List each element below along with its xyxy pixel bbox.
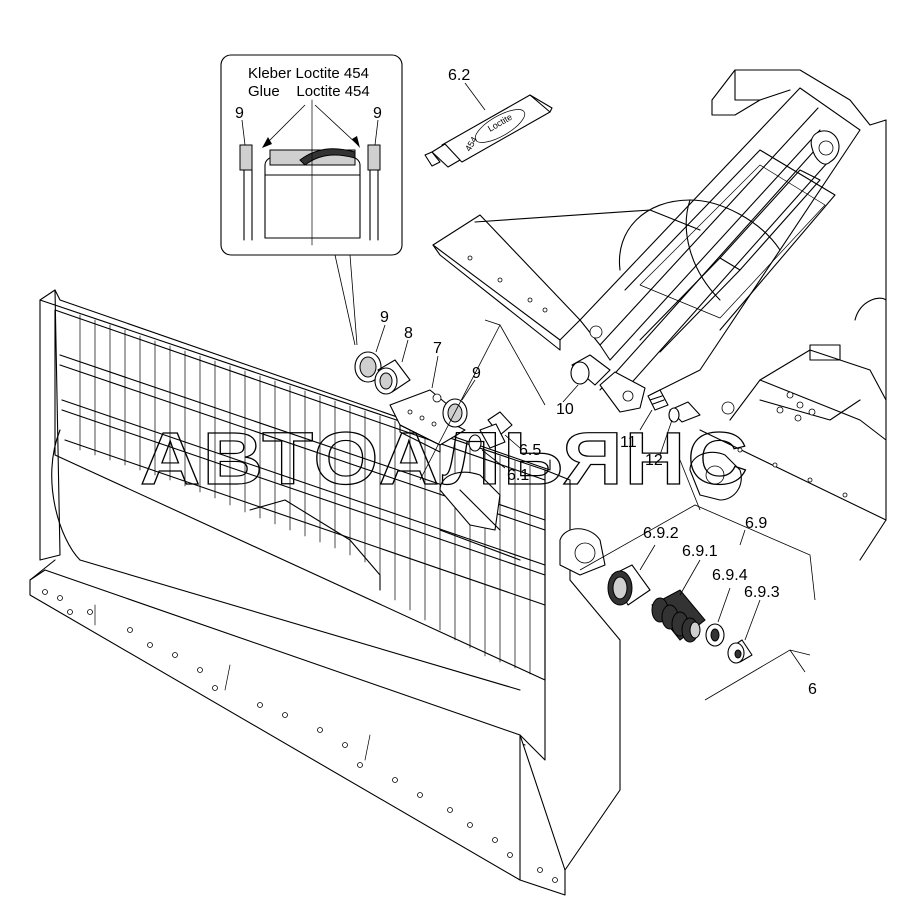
label-10: 10	[556, 401, 574, 418]
glue-detail-inset	[220, 54, 403, 346]
washer-6-1	[468, 434, 506, 469]
bearing-6-9-2	[607, 544, 656, 606]
inset-caption-line2: Glue Loctite 454	[248, 83, 370, 100]
pin-10	[562, 354, 611, 403]
label-6-9-3: 6.9.3	[744, 584, 780, 601]
bolt-6-5	[479, 411, 521, 449]
inset-label-9-left: 9	[235, 105, 244, 122]
label-6-9: 6.9	[745, 515, 767, 532]
loader-frame	[432, 69, 887, 561]
ring-9-left	[354, 324, 386, 383]
label-6-9-2: 6.9.2	[643, 525, 679, 542]
bucket	[29, 289, 621, 896]
label-9-b: 9	[472, 365, 481, 382]
label-6-2: 6.2	[448, 67, 470, 84]
label-12: 12	[645, 452, 663, 469]
watermark-text: АВТОАЛЬЯНС	[140, 417, 750, 500]
label-6-9-1: 6.9.1	[682, 543, 718, 560]
bushing-8	[374, 339, 411, 395]
screw-11	[639, 389, 669, 431]
glue-tube-6-2: Loctite 454	[424, 82, 553, 168]
label-11: 11	[620, 434, 637, 451]
inset-label-9-right: 9	[373, 105, 382, 122]
inset-caption-line1: Kleber Loctite 454	[248, 65, 369, 82]
cutting-edge-bolts	[42, 589, 558, 883]
label-8: 8	[404, 325, 413, 342]
grid-slats	[79, 314, 531, 675]
label-6-9-4: 6.9.4	[712, 567, 748, 584]
label-6-1: 6.1	[507, 467, 529, 484]
assembly-bracket-lines	[419, 319, 816, 701]
callout-labels: Kleber Loctite 454 Glue Loctite 454 9 9 …	[235, 65, 817, 698]
label-6: 6	[808, 681, 817, 698]
cap-6-9-3	[727, 599, 761, 664]
bolt-12	[659, 401, 701, 456]
label-9-a: 9	[380, 309, 389, 326]
label-7: 7	[433, 340, 442, 357]
washer-6-9-4	[705, 587, 731, 647]
pin-stack-6-9-1	[651, 559, 706, 643]
label-6-5: 6.5	[519, 442, 541, 459]
